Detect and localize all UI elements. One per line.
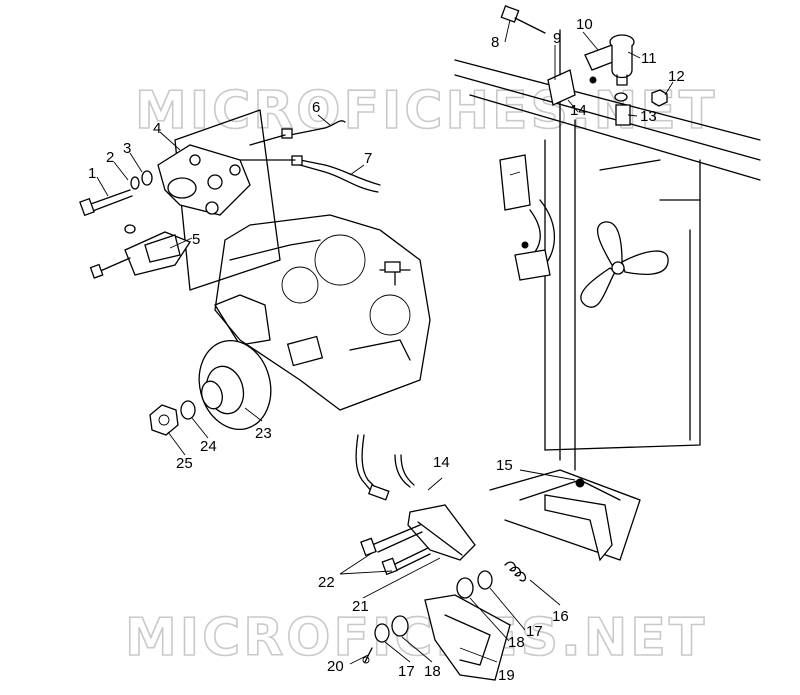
callout-14-bottom: 14 [433,454,450,471]
brake-caliper [79,109,281,291]
callout-23: 23 [255,425,272,442]
callout-21: 21 [352,598,369,615]
parking-brake-assembly [355,434,527,681]
callout-17-right: 17 [526,623,543,640]
callout-2: 2 [106,149,114,166]
callout-19: 19 [498,667,515,684]
callout-20: 20 [327,658,344,675]
nut [149,404,179,436]
callout-15: 15 [496,457,513,474]
callout-10: 10 [576,16,593,33]
callout-24: 24 [200,438,217,455]
chaincase-housing [214,214,431,411]
callout-16: 16 [552,608,569,625]
callout-3: 3 [123,140,131,157]
callout-18-left: 18 [424,663,441,680]
callout-9: 9 [553,30,561,47]
callout-1: 1 [88,165,96,182]
frame-assembly [454,59,761,562]
callout-8: 8 [491,34,499,51]
callout-22: 22 [318,574,335,591]
callout-17-left: 17 [398,663,415,680]
callout-4: 4 [153,120,161,137]
brake-lines [239,120,381,193]
callout-7: 7 [364,150,372,167]
leader-lines [96,19,674,665]
washer [180,400,196,420]
callout-11: 11 [641,50,657,67]
callout-6: 6 [312,99,320,116]
watermark-bottom: MICROFICHES.NET [125,608,707,668]
callout-5: 5 [192,231,200,248]
callout-18-right: 18 [508,634,525,651]
callout-25: 25 [176,455,193,472]
brake-disc [198,339,272,431]
callout-numbers: 1 2 3 4 5 6 7 8 9 10 11 12 13 14 14 15 1… [88,16,685,684]
callout-13: 13 [640,108,657,125]
callout-14-top: 14 [570,102,587,119]
callout-12: 12 [668,68,685,85]
